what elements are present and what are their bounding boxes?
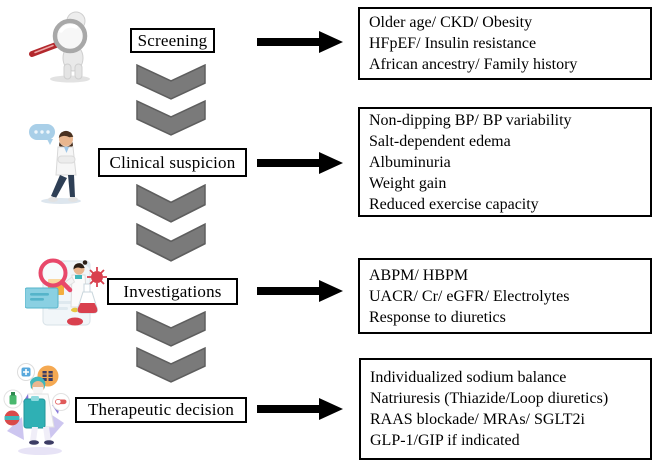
step-label: Screening bbox=[137, 30, 208, 50]
therapeutic-decision-details-box: Individualized sodium balance Natriuresi… bbox=[359, 358, 652, 460]
right-arrow-icon bbox=[257, 398, 343, 420]
clinical-suspicion-details-box: Non-dipping BP/ BP variability Salt-depe… bbox=[358, 107, 652, 217]
detail-line: ABPM/ HBPM bbox=[369, 266, 469, 284]
person-with-magnifier-illustration bbox=[24, 6, 94, 84]
detail-line: Older age/ CKD/ Obesity bbox=[369, 14, 533, 31]
doctor-icon bbox=[29, 124, 81, 204]
detail-line: UACR/ Cr/ eGFR/ Electrolytes bbox=[369, 287, 570, 305]
right-arrow-icon bbox=[257, 280, 343, 302]
magnifier-person-icon bbox=[29, 11, 90, 83]
step-box-screening: Screening bbox=[130, 28, 215, 53]
laboratory-research-illustration bbox=[25, 257, 107, 329]
right-arrow-icon bbox=[257, 152, 343, 174]
detail-line: Reduced exercise capacity bbox=[369, 195, 539, 213]
doctor-thinking-illustration bbox=[25, 122, 90, 207]
step-box-clinical-suspicion: Clinical suspicion bbox=[98, 148, 247, 177]
detail-line: Response to diuretics bbox=[369, 308, 506, 326]
screening-details-box: Older age/ CKD/ Obesity HFpEF/ Insulin r… bbox=[358, 7, 652, 80]
down-chevrons-icon bbox=[136, 311, 206, 383]
detail-line: GLP-1/GIP if indicated bbox=[370, 432, 520, 449]
down-chevrons-icon bbox=[136, 64, 206, 136]
down-chevrons-icon bbox=[136, 184, 206, 262]
step-box-investigations: Investigations bbox=[107, 278, 238, 305]
step-label: Therapeutic decision bbox=[87, 400, 235, 419]
lab-research-icon bbox=[25, 258, 107, 326]
detail-line: Non-dipping BP/ BP variability bbox=[369, 111, 572, 129]
clinician-meds-icon bbox=[3, 363, 70, 455]
right-arrow-icon bbox=[257, 31, 343, 53]
detail-line: Natriuresis (Thiazide/Loop diuretics) bbox=[370, 390, 609, 407]
investigations-details-box: ABPM/ HBPM UACR/ Cr/ eGFR/ Electrolytes … bbox=[358, 258, 652, 334]
detail-line: Albuminuria bbox=[369, 153, 451, 171]
detail-line: Weight gain bbox=[369, 174, 447, 192]
detail-line: African ancestry/ Family history bbox=[369, 56, 578, 73]
step-box-therapeutic-decision: Therapeutic decision bbox=[75, 397, 247, 423]
detail-line: Individualized sodium balance bbox=[370, 369, 567, 386]
clinician-medications-illustration bbox=[2, 361, 72, 457]
detail-line: HFpEF/ Insulin resistance bbox=[369, 35, 537, 52]
step-label: Clinical suspicion bbox=[109, 152, 236, 172]
step-label: Investigations bbox=[123, 281, 222, 301]
detail-line: Salt-dependent edema bbox=[369, 132, 511, 150]
detail-line: RAAS blockade/ MRAs/ SGLT2i bbox=[370, 411, 585, 428]
